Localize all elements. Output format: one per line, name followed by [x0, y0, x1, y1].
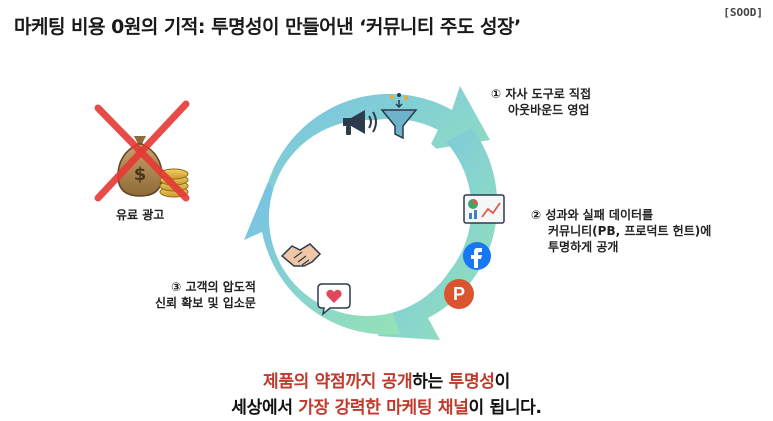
step-3-line-2: 신뢰 확보 및 입소문	[155, 296, 256, 310]
money-bag-icon: $	[117, 136, 163, 197]
funnel-icon	[380, 93, 418, 140]
product-hunt-icon: P	[444, 279, 474, 309]
step-1-label: ① 자사 도구로 직접 아웃바운드 영업	[491, 86, 591, 118]
cycle-ring	[244, 86, 498, 340]
headline-text-4: 이 됩니다.	[468, 398, 542, 418]
brand-tag: [SOOD]	[723, 6, 763, 19]
headline-accent-1: 제품의 약점까지 공개	[263, 372, 413, 392]
step-1-line-1: 자사 도구로 직접	[505, 87, 591, 101]
facebook-icon	[463, 242, 491, 270]
headline-accent-3: 가장 강력한 마케팅 채널	[298, 398, 469, 418]
step-2-line-1: 성과와 실패 데이터를	[545, 208, 654, 222]
svg-text:P: P	[453, 284, 465, 304]
megaphone-icon	[343, 110, 377, 135]
step-1-number: ①	[491, 87, 502, 101]
step-3-number: ③	[171, 280, 182, 294]
headline-text-3: 세상에서	[231, 398, 299, 418]
step-3-label: ③ 고객의 압도적 신뢰 확보 및 입소문	[155, 279, 256, 311]
handshake-icon	[280, 243, 322, 267]
step-3-line-1: 고객의 압도적	[185, 280, 256, 294]
step-2-line-3: 투명하게 공개	[548, 240, 619, 254]
step-1-line-2: 아웃바운드 영업	[508, 103, 590, 117]
svg-text:$: $	[134, 164, 147, 185]
headline-line-2: 세상에서 가장 강력한 마케팅 채널이 됩니다.	[0, 393, 773, 418]
dashboard-chart-icon	[463, 194, 505, 224]
headline-text-1: 하는	[412, 372, 449, 392]
step-2-number: ②	[531, 208, 542, 222]
heart-chat-icon	[317, 283, 351, 316]
cycle-arrow-top	[262, 86, 490, 215]
cross-out-icon	[94, 100, 190, 202]
headline-line-1: 제품의 약점까지 공개하는 투명성이	[0, 367, 773, 392]
headline-accent-2: 투명성	[448, 372, 495, 392]
headline-text-2: 이	[494, 372, 511, 392]
step-2-label: ② 성과와 실패 데이터를 커뮤니티(PB, 프로덕트 헌트)에 투명하게 공개	[531, 207, 711, 255]
paid-ad-label: 유료 광고	[116, 208, 165, 222]
step-2-line-2: 커뮤니티(PB, 프로덕트 헌트)에	[548, 224, 712, 238]
page-title: 마케팅 비용 0원의 기적: 투명성이 만들어낸 ‘커뮤니티 주도 성장’	[14, 16, 521, 38]
